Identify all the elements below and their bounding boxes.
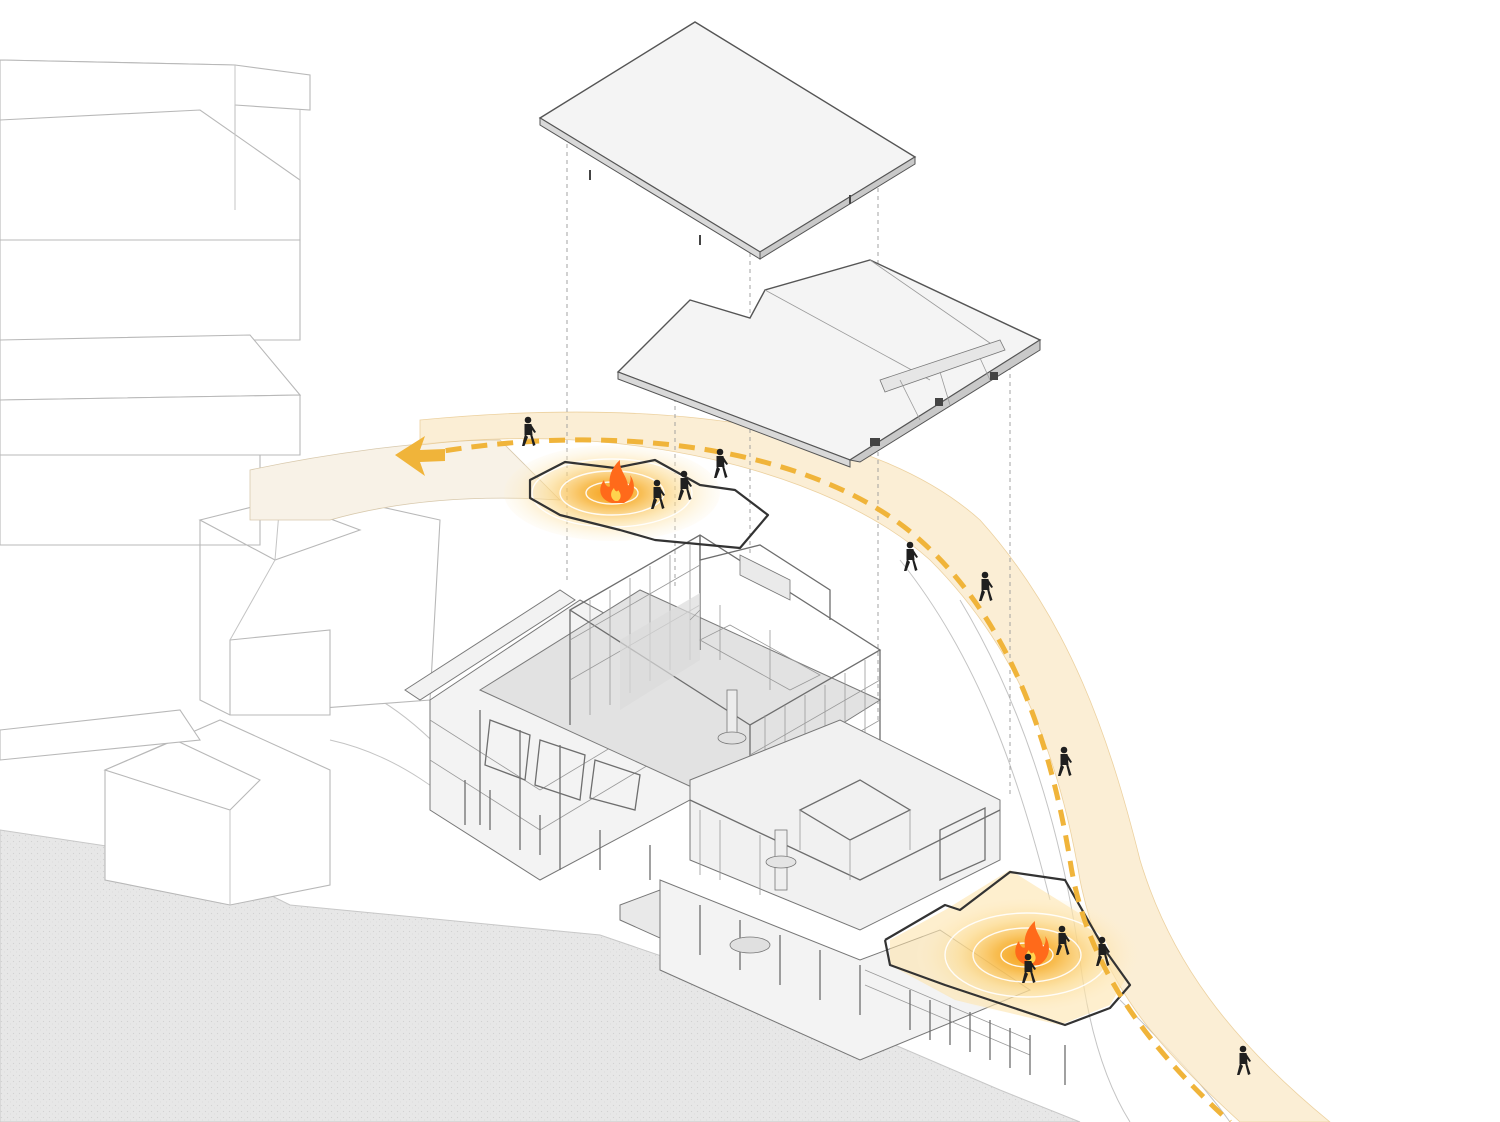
main-building-structure xyxy=(404,534,1066,1085)
flame-icon xyxy=(600,460,634,503)
movement-path xyxy=(395,436,1232,1122)
neighbouring-buildings xyxy=(0,59,562,906)
gathering-spot-upper xyxy=(504,445,770,550)
chevron-left-arrow-icon xyxy=(395,436,445,476)
exploded-roof-upper xyxy=(538,21,917,260)
exploded-roof-lower xyxy=(616,259,1042,468)
